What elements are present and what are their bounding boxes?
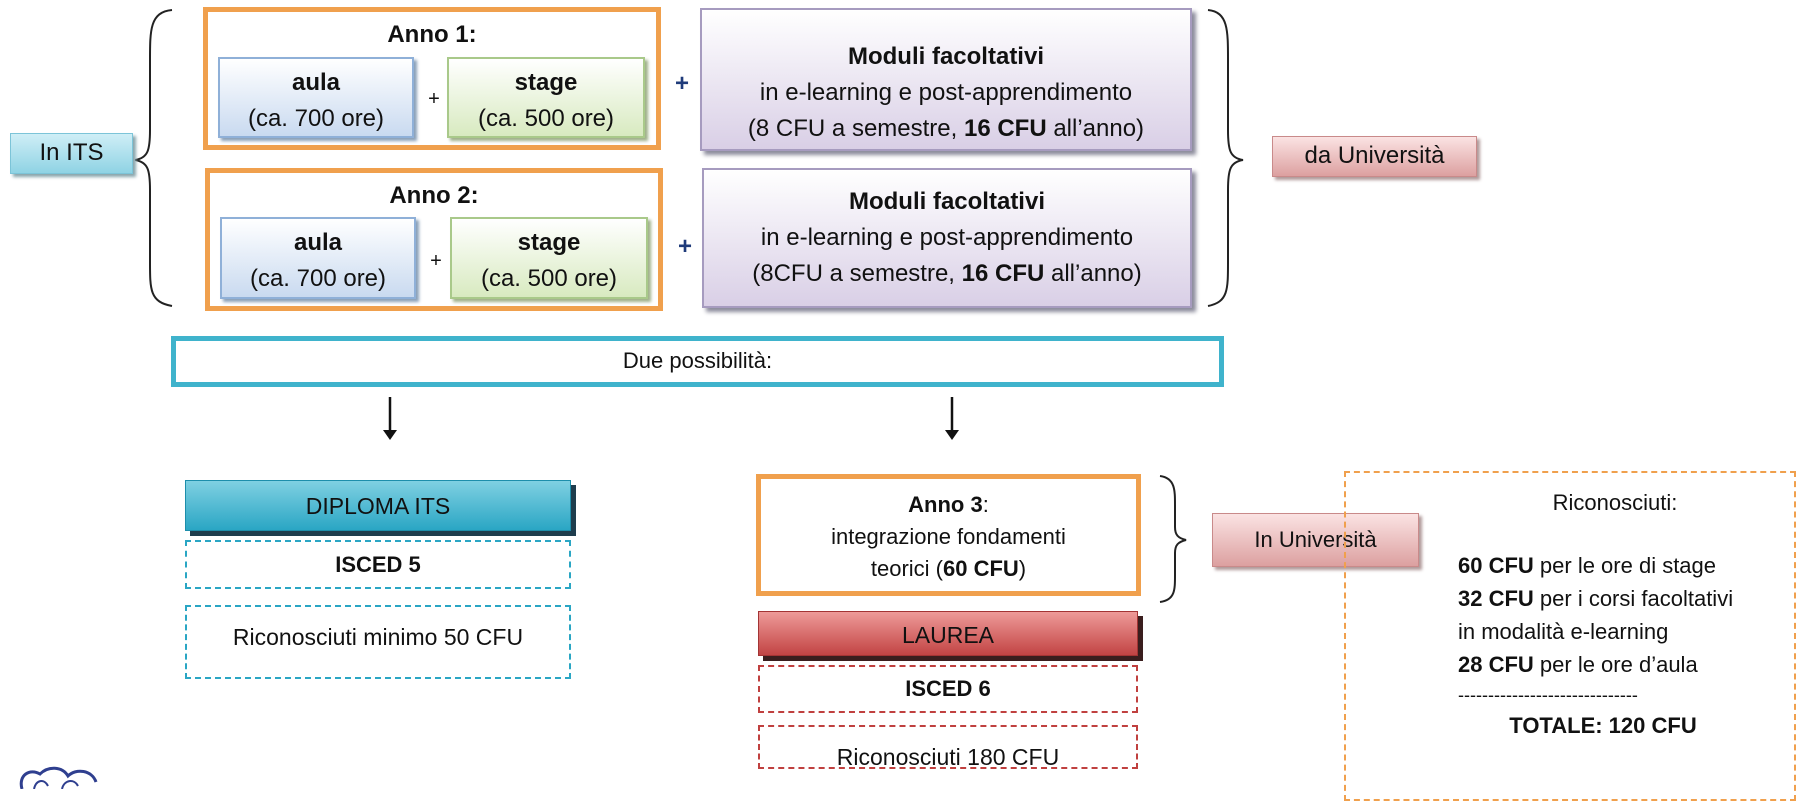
year1-stage-box: stage (ca. 500 ore) [447, 57, 645, 138]
diploma-recognized-box: Riconosciuti minimo 50 CFU [185, 605, 571, 679]
year2-stage-name: stage [517, 229, 581, 256]
in-universita-tag: In Università [1212, 513, 1419, 567]
laurea-band: LAUREA [758, 611, 1138, 656]
recognized-title: Riconosciuti: [1552, 490, 1678, 515]
year1-title: Anno 1: [387, 21, 477, 48]
year1-aula-name: aula [291, 69, 341, 96]
year2-optional-box: Moduli facoltativi in e-learning e post-… [702, 168, 1192, 308]
year1-aula-box: aula (ca. 700 ore) [218, 57, 414, 138]
year3-line1: integrazione fondamenti [831, 524, 1066, 549]
recognized-list: 60 CFU per le ore di stage 32 CFU per i … [1458, 549, 1748, 742]
recognized-separator: ------------------------------ [1458, 685, 1638, 705]
arrow-left-head [383, 430, 397, 440]
year3-title: Anno 3: [908, 492, 989, 517]
da-universita-tag: da Università [1272, 136, 1477, 177]
recognized-item-stage: 60 CFU per le ore di stage [1458, 553, 1717, 578]
year1-plus-small: + [428, 88, 440, 110]
year2-aula-box: aula (ca. 700 ore) [220, 217, 416, 299]
year3-brace [1159, 475, 1187, 603]
diploma-its-band: DIPLOMA ITS [185, 480, 571, 531]
isced5-box: ISCED 5 [185, 540, 571, 589]
year2-title: Anno 2: [389, 182, 479, 209]
year2-plus-small: + [430, 250, 442, 272]
year2-optional-line2: (8CFU a semestre, 16 CFU all’anno) [752, 260, 1142, 287]
recognized-total: TOTALE: 120 CFU [1509, 713, 1697, 738]
year1-optional-title: Moduli facoltativi [847, 43, 1044, 70]
year1-frame [203, 7, 661, 150]
laurea-recognized-box: Riconosciuti 180 CFU [758, 725, 1138, 770]
arrow-right-head [945, 430, 959, 440]
year1-aula-hours: (ca. 700 ore) [247, 105, 385, 132]
year2-aula-name: aula [293, 229, 343, 256]
year1-optional-line1: in e-learning e post-apprendimento [759, 79, 1133, 106]
in-its-tag: In ITS [10, 133, 133, 174]
year2-stage-hours: (ca. 500 ore) [480, 265, 618, 292]
year3-box: Anno 3: integrazione fondamenti teorici … [756, 474, 1141, 596]
year2-frame [205, 168, 663, 311]
year2-optional-line1: in e-learning e post-apprendimento [760, 224, 1134, 251]
year1-plus: + [674, 70, 689, 97]
year1-stage-hours: (ca. 500 ore) [477, 105, 615, 132]
year2-stage-box: stage (ca. 500 ore) [450, 217, 648, 299]
year2-optional-title: Moduli facoltativi [848, 188, 1045, 215]
isced6-box: ISCED 6 [758, 665, 1138, 713]
year2-aula-hours: (ca. 700 ore) [249, 265, 387, 292]
left-brace [134, 9, 173, 307]
year3-line2: teorici (60 CFU) [870, 556, 1027, 581]
year2-plus: + [677, 233, 692, 260]
right-brace [1207, 9, 1244, 307]
two-options-bar: Due possibilità: [171, 336, 1224, 387]
recognized-item-aula: 28 CFU per le ore d’aula [1458, 652, 1698, 677]
recognized-item-elearning: 32 CFU per i corsi facoltativi in modali… [1458, 586, 1734, 644]
year1-stage-name: stage [514, 69, 578, 96]
year1-optional-line2: (8 CFU a semestre, 16 CFU all’anno) [747, 115, 1145, 142]
year1-optional-box: Moduli facoltativi in e-learning e post-… [700, 8, 1192, 151]
